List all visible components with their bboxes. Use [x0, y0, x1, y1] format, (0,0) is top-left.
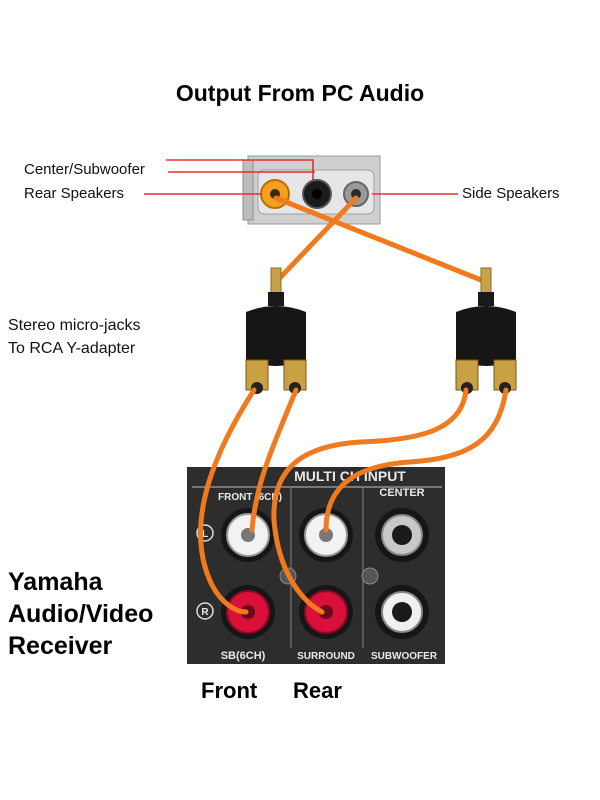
- center-jack: [375, 508, 429, 562]
- label-leader-lines: [144, 159, 458, 195]
- panel-row-left: L: [202, 529, 208, 540]
- receiver-label-line-1: Yamaha: [8, 568, 103, 596]
- center-subwoofer-label: Center/Subwoofer: [24, 161, 145, 178]
- panel-col-front: FRONT (6CH): [218, 492, 282, 503]
- adapter-label: Stereo micro-jacks To RCA Y-adapter: [8, 314, 140, 360]
- adapter-label-line-1: Stereo micro-jacks: [8, 317, 141, 334]
- panel-row-right: R: [201, 607, 209, 618]
- panel-bottom-sb: SB(6CH): [221, 650, 266, 662]
- receiver-label: Yamaha Audio/Video Receiver: [8, 566, 153, 662]
- adapter-to-receiver-cables: [198, 387, 509, 615]
- surround-right-jack: [299, 585, 353, 639]
- right-y-adapter: [455, 267, 517, 394]
- receiver-label-line-3: Receiver: [8, 632, 113, 660]
- receiver-panel: MULTI CH INPUT FRONT (6CH) CENTER L R: [187, 467, 445, 664]
- rear-channel-label: Rear: [293, 678, 342, 703]
- diagram-title: Output From PC Audio: [175, 80, 425, 106]
- panel-col-center: CENTER: [379, 487, 424, 499]
- left-y-adapter: [245, 267, 307, 394]
- pc-audio-bracket: [242, 155, 381, 225]
- surround-left-jack: [299, 508, 353, 562]
- front-left-jack: [221, 508, 275, 562]
- pc-to-adapter-cables: [273, 195, 489, 285]
- rear-speakers-label: Rear Speakers: [24, 185, 125, 202]
- receiver-label-line-2: Audio/Video: [8, 600, 154, 628]
- front-channel-label: Front: [201, 678, 258, 703]
- panel-bottom-surround: SURROUND: [297, 651, 355, 662]
- panel-bottom-subwoofer: SUBWOOFER: [371, 651, 438, 662]
- side-speakers-label: Side Speakers: [462, 185, 560, 202]
- adapter-label-line-2: To RCA Y-adapter: [8, 340, 136, 357]
- subwoofer-jack: [375, 585, 429, 639]
